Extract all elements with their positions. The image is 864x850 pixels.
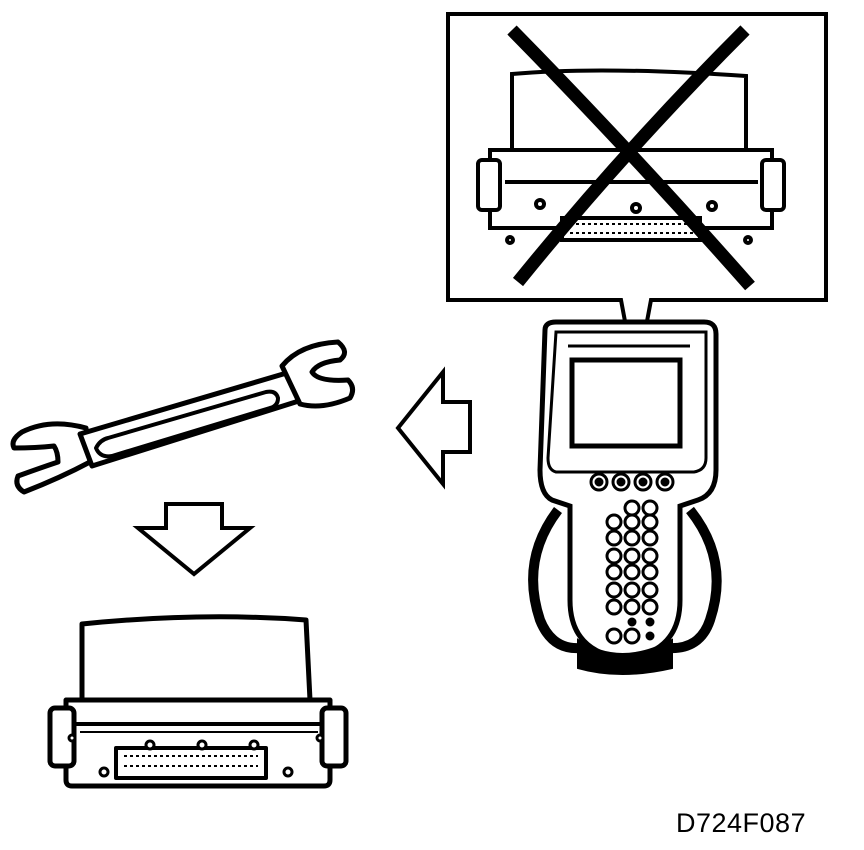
wrench-icon xyxy=(10,339,356,495)
scan-tool-icon xyxy=(528,319,722,675)
prohibited-cross-icon xyxy=(507,25,755,291)
scan-tool-handle-right xyxy=(667,506,722,654)
scan-tool-handle-left xyxy=(528,506,581,654)
arrow-left-icon xyxy=(395,366,472,490)
scan-tool-function-keys xyxy=(589,472,675,492)
scan-tool-screen xyxy=(569,357,683,449)
scan-tool-keypad xyxy=(605,499,659,645)
ecu-module-icon xyxy=(47,614,349,789)
figure-code: D724F087 xyxy=(676,808,807,838)
arrow-down-icon xyxy=(132,502,256,577)
prohibited-inset xyxy=(446,12,828,381)
